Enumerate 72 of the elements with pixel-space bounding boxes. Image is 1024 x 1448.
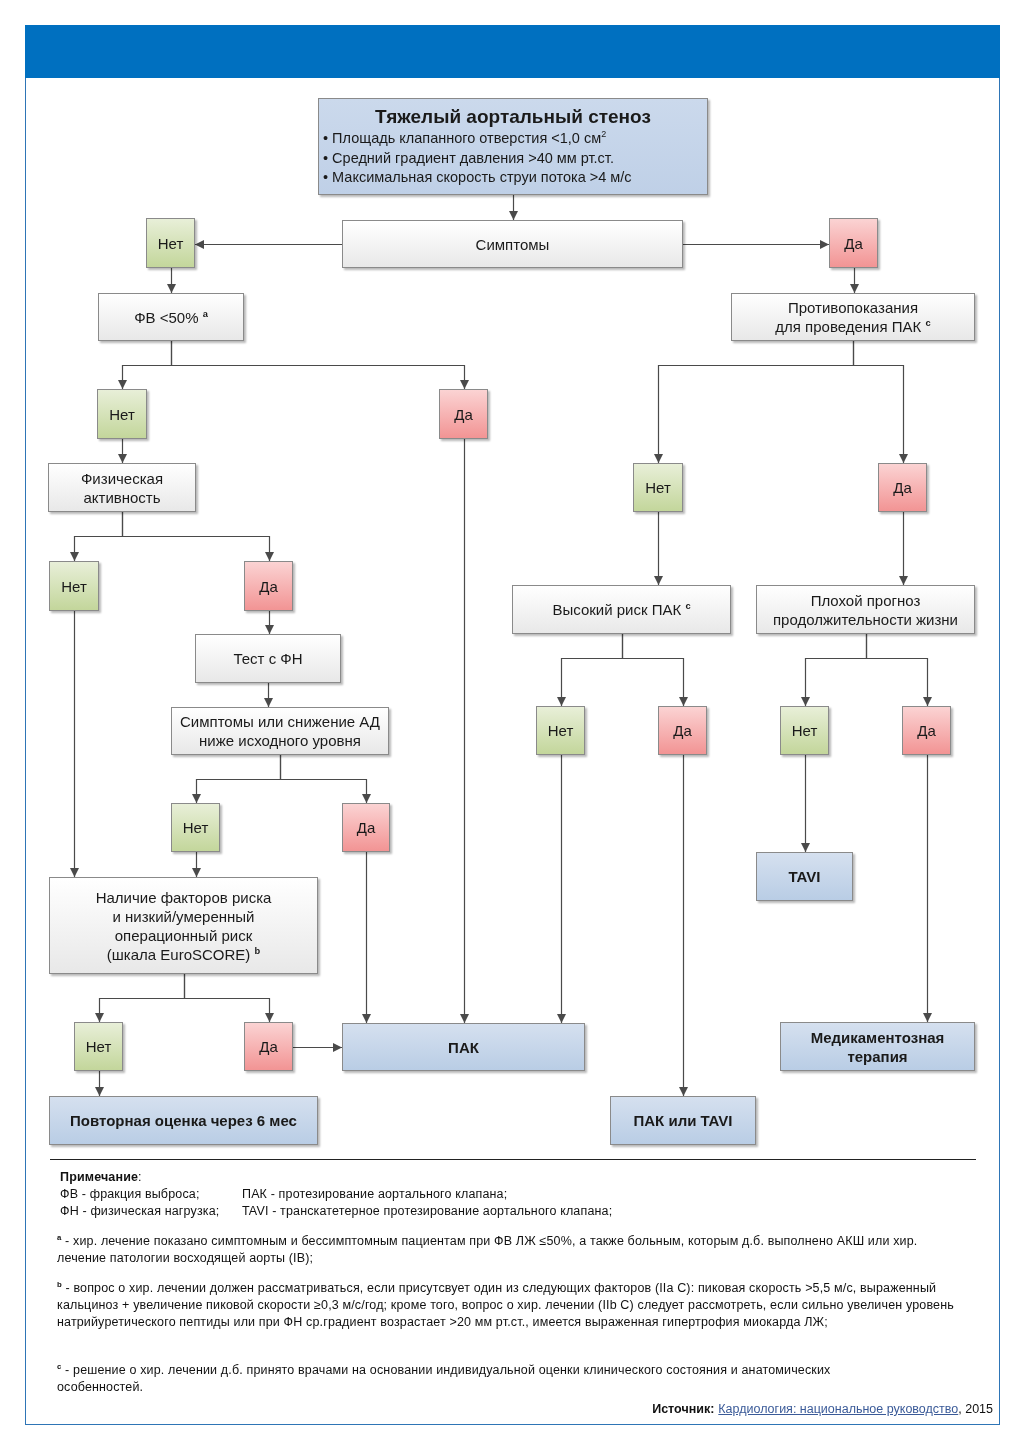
outcome-box: TAVI (756, 852, 853, 901)
arrow (194, 240, 343, 249)
arrow (923, 754, 932, 1023)
arrow (852, 340, 908, 464)
answer-box: Да (878, 463, 927, 512)
process-box: Тест с ФН (195, 634, 341, 683)
outcome-box: Повторная оценка через 6 мес (49, 1096, 318, 1145)
arrow (621, 633, 688, 707)
source-label: Источник: (652, 1402, 715, 1416)
answer-box: Да (658, 706, 707, 755)
answer-box: Нет (97, 389, 147, 439)
arrow (557, 754, 566, 1024)
arrow (264, 682, 273, 708)
arrow (362, 851, 371, 1024)
arrow (679, 754, 688, 1097)
arrow (850, 267, 859, 294)
footnote: $^{b}$ - вопрос о хир. лечении должен рассматриваться, если присутсвует один из следующих факторов (IIa C): пиковая скорость >5,5 м/с, выраженный кальциноз + увеличение пиковой скорости ≥0,3 м/с/год; кроме того, вопрос о хир. лечении (IIb C) следует рассмотреть, если сильно увеличен уровень натрийуретического пептиды или при ФН ср.градиент возрастает >20 мм рт.ст., имеется выраженная гипертрофия миокарда ЛЖ; (57, 1280, 955, 1331)
process-box: Плохой прогноз продолжительности жизни (756, 585, 975, 634)
title-box (318, 98, 708, 195)
footnote: $^{c}$ - решение о хир. лечении д.б. принято врачами на основании индивидуальной оценки клинического состояния и анатомических особенностей. (57, 1362, 832, 1396)
answer-box: Да (439, 389, 488, 439)
arrow (654, 511, 663, 586)
answer-box: Нет (780, 706, 829, 755)
outcome-box: Медикаментозная терапия (780, 1022, 975, 1071)
answer-box: Нет (171, 803, 220, 852)
process-box: Высокий риск ПАК $^{c}$ (512, 585, 731, 634)
arrow (70, 610, 79, 878)
process-box: Симптомы (342, 220, 683, 268)
outcome-box: ПАК (342, 1023, 585, 1071)
answer-box: Да (342, 803, 390, 852)
abbreviation-note: ФН - физическая нагрузка; (60, 1203, 220, 1220)
arrow (170, 340, 469, 390)
process-box: Физическая активность (48, 463, 196, 512)
process-box: Наличие факторов риска и низкий/умеренный операционный риск (шкала EuroSCORE) $^{b}$ (49, 877, 318, 974)
bullet-item: • Средний градиент давления >40 мм рт.ст. (323, 148, 615, 168)
answer-box: Да (829, 218, 878, 268)
arrow (899, 511, 908, 586)
arrow (95, 1070, 104, 1097)
answer-box: Нет (633, 463, 683, 512)
arrow (292, 1043, 343, 1052)
process-box: Противопоказания для проведения ПАК $^{c}$ (731, 293, 975, 341)
outcome-box: ПАК или TAVI (610, 1096, 756, 1145)
arrow (192, 851, 201, 878)
arrow (279, 754, 371, 804)
arrow (865, 633, 932, 707)
arrow (682, 240, 830, 249)
abbreviation-note: TAVI - транскатетерное протезирование аортального клапана; (242, 1203, 613, 1220)
arrow (801, 754, 810, 853)
arrow (265, 610, 274, 635)
arrow (167, 267, 176, 294)
abbreviation-note: ПАК - протезирование аортального клапана; (242, 1186, 508, 1203)
answer-box: Нет (74, 1022, 123, 1071)
arrow (509, 194, 518, 221)
arrow (183, 973, 274, 1023)
bullet-item: • Площадь клапанного отверстия <1,0 см$^{2}$ (323, 129, 608, 148)
process-box: Симптомы или снижение АД ниже исходного уровня (171, 707, 389, 755)
answer-box: Нет (49, 561, 99, 611)
footnote: $^{a}$ - хир. лечение показано симптомным и бессимптомным пациентам при ФВ ЛЖ ≤50%, а также больным, которым д.б. выполнено АКШ или хир. лечение патологии восходящей аорты (IB); (57, 1233, 919, 1267)
process-box: ФВ <50% $^{a}$ (98, 293, 244, 341)
answer-box: Да (902, 706, 951, 755)
bullet-item: • Максимальная скорость струи потока >4 м/с (323, 168, 633, 187)
answer-box: Нет (536, 706, 585, 755)
source-year: , 2015 (958, 1402, 993, 1416)
arrow (121, 511, 274, 562)
box-heading: Тяжелый аортальный стеноз (374, 105, 652, 129)
answer-box: Нет (146, 218, 195, 268)
arrow (118, 438, 127, 464)
answer-box: Да (244, 1022, 293, 1071)
answer-box: Да (244, 561, 293, 611)
arrow (460, 438, 469, 1024)
abbreviation-note: ФВ - фракция выброса; (60, 1186, 200, 1203)
note-heading: Примечание: (60, 1169, 142, 1186)
